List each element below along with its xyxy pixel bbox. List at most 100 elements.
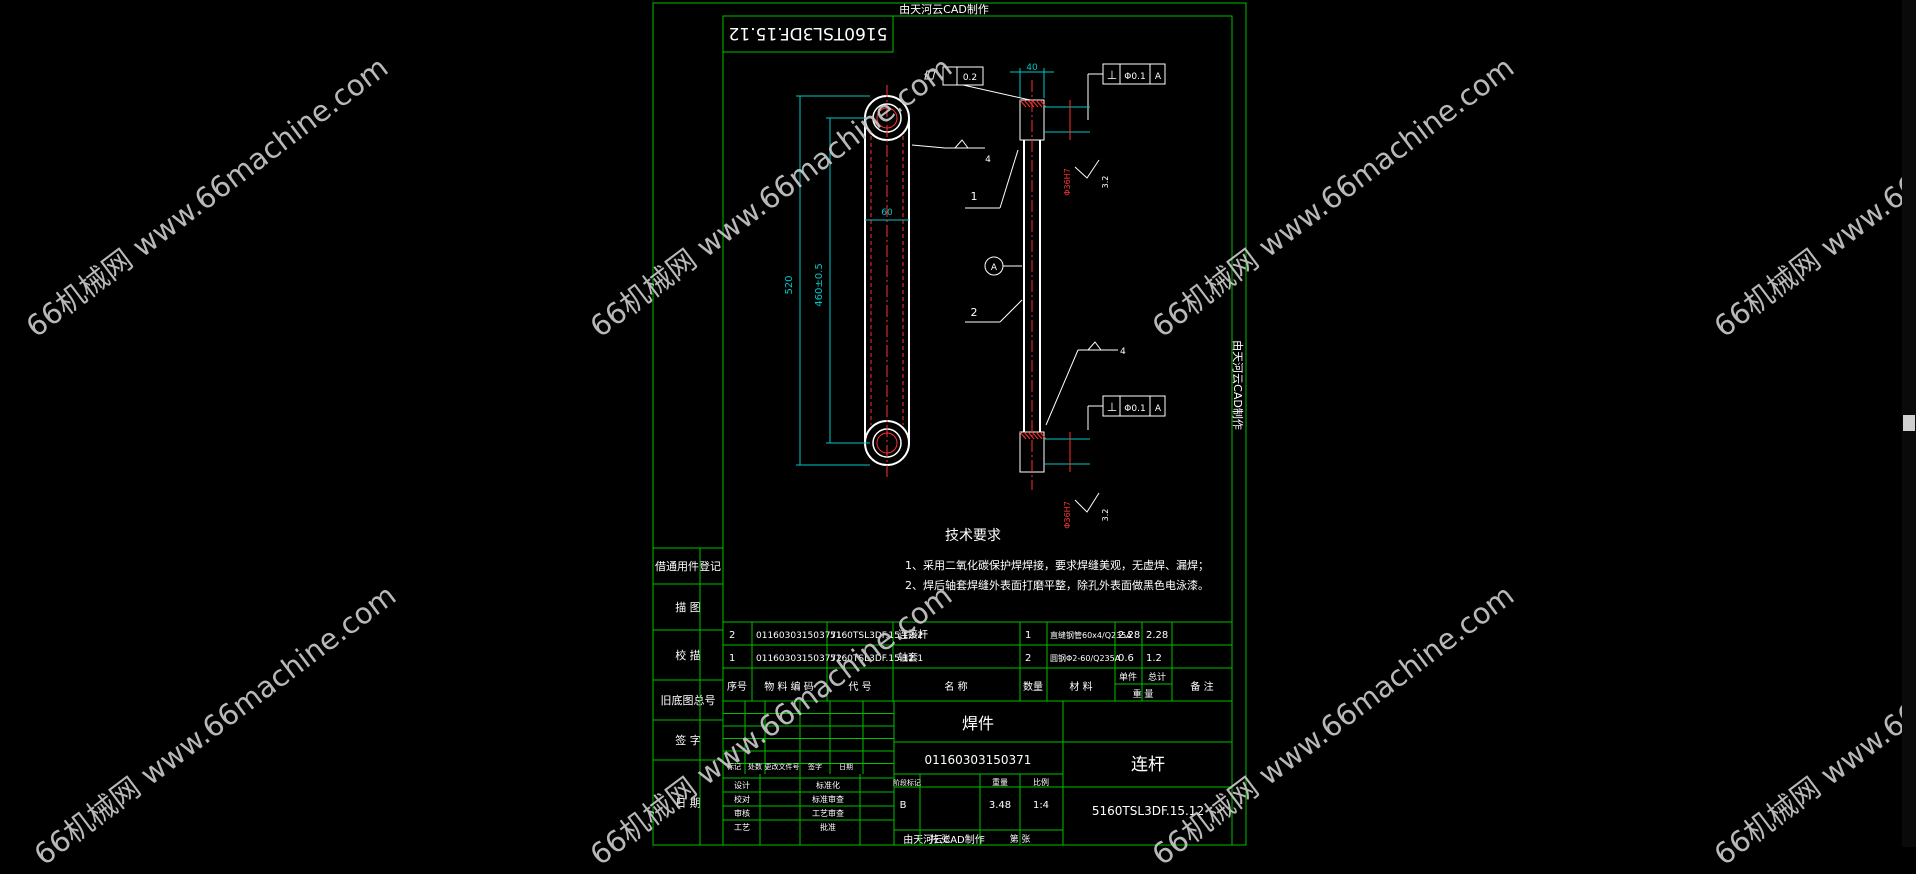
bom-h-no: 序号: [727, 680, 747, 693]
bom-name: 连接杆: [898, 628, 928, 641]
drawing-layer: 由天河云CAD制作由天河云CAD制作由天河云CAD制作5160TSL3DF.15…: [652, 2, 1247, 846]
title-label: 工艺: [734, 823, 750, 832]
perp-top-datum: A: [1155, 72, 1162, 82]
title-label: 标准审查: [812, 794, 844, 804]
scale-value: 1:4: [1033, 800, 1049, 811]
perp-top-symbol: ⊥: [1107, 68, 1117, 82]
hatch: [1023, 99, 1031, 108]
bom-h-code: 物 料 编 码: [764, 680, 814, 693]
bom-name: 轴套: [898, 651, 918, 664]
label-sign: 签字: [808, 762, 822, 771]
hatch: [1027, 431, 1035, 440]
tech-line-2: 2、焊后轴套焊缝外表面打磨平整，除孔外表面做黑色电泳漆。: [905, 578, 1209, 592]
weld-top-leader: [911, 144, 946, 149]
weld-bottom-value: 4: [1120, 347, 1126, 357]
label-sheets: 共 张: [930, 834, 951, 845]
perp-bottom-value: Φ0.1: [1124, 404, 1145, 414]
sheet-inner-border: [722, 15, 1233, 846]
weight-value: 3.48: [989, 800, 1011, 811]
label-date: 日期: [839, 763, 853, 771]
flatness-leader: [962, 84, 1031, 101]
weld-top-symbol: [954, 139, 969, 149]
fit-top-text: Φ36H7: [1063, 168, 1072, 196]
item1-leader: [999, 149, 1019, 209]
title-label: 审核: [734, 808, 750, 818]
left-strip-label: 旧底图总号: [661, 693, 716, 707]
cad-drawing-canvas[interactable]: 由天河云CAD制作由天河云CAD制作由天河云CAD制作5160TSL3DF.15…: [0, 0, 1916, 847]
roughness-top-value: 3.2: [1101, 176, 1110, 189]
bom-code: 011603031503772: [756, 654, 842, 664]
label-mark: 标记: [727, 762, 741, 771]
hatch: [1019, 99, 1027, 108]
title-label: 工艺审查: [812, 808, 844, 818]
scrollbar-thumb[interactable]: [1903, 415, 1915, 431]
title-label: 标准化: [816, 780, 840, 790]
dim-center-text: 460±0.5: [814, 263, 825, 306]
bom-unit: 2.28: [1118, 630, 1140, 641]
weld-bottom-leader: [1045, 349, 1079, 426]
label-sheet: 第 张: [1010, 833, 1031, 845]
hatch: [1039, 99, 1047, 108]
item1-label: 1: [971, 190, 978, 203]
bom-code: 011603031503771: [756, 631, 842, 641]
weld-top-value: 4: [985, 155, 991, 165]
bom-material: 直缝钢管60x4/Q235A: [1050, 630, 1132, 640]
item2-leader: [999, 299, 1023, 323]
perp-bottom-symbol: ⊥: [1107, 400, 1117, 414]
bom-h-qty: 数量: [1023, 680, 1043, 693]
vertical-scrollbar[interactable]: [1902, 0, 1916, 847]
left-strip-label: 校 描: [675, 648, 701, 662]
roughness-bottom: [1074, 492, 1100, 513]
left-strip-label: 日 期: [675, 797, 701, 810]
bom-h-total: 总计: [1148, 671, 1166, 683]
perp-top-value: Φ0.1: [1124, 72, 1145, 82]
hatch: [1027, 99, 1035, 108]
bom-h-unit: 单件: [1119, 671, 1137, 683]
bom-material: 圆钢Φ2-60/Q235A: [1050, 653, 1121, 663]
bom-total: 1.2: [1146, 653, 1162, 664]
datum-label: A: [991, 263, 998, 273]
mirrored-drawing-number: 5160TSL3DF.15.12: [729, 23, 888, 43]
bom-h-weight: 重 量: [1133, 688, 1154, 700]
hatch: [1039, 431, 1047, 440]
left-strip-label: 描 图: [675, 600, 701, 614]
bom-h-drawing: 代 号: [848, 681, 871, 693]
flatness-value: 0.2: [963, 73, 977, 83]
part-name: 连杆: [1131, 755, 1165, 775]
fit-bottom-text: Φ36H7: [1063, 501, 1072, 529]
bom-drawing: 5160TSL3DF.15.12-1: [830, 654, 923, 664]
flatness-icon: [924, 70, 936, 80]
label-stage: 阶段标记: [893, 778, 921, 787]
bottom-note: 由天河云CAD制作: [903, 833, 985, 846]
drawing-number: 5160TSL3DF.15.12: [1092, 804, 1204, 818]
top-note: 由天河云CAD制作: [899, 2, 989, 16]
hatch: [1031, 431, 1039, 440]
bom-drawing: 5160TSL3DF.15.12-2: [830, 631, 923, 641]
bom-unit: 0.6: [1118, 653, 1134, 664]
hatch: [1023, 431, 1031, 440]
tech-line-1: 1、采用二氧化碳保护焊焊接，要求焊缝美观，无虚焊、漏焊；: [905, 558, 1209, 572]
left-strip-label: 签 字: [675, 733, 701, 747]
tech-title: 技术要求: [945, 528, 1001, 544]
title-label: 批准: [820, 822, 836, 832]
bom-no: 1: [729, 653, 735, 664]
item2-label: 2: [971, 306, 978, 319]
hatch: [1019, 431, 1027, 440]
label-count: 处数: [748, 762, 762, 771]
material-code: 01160303150371: [925, 753, 1032, 767]
roughness-top: [1074, 159, 1100, 179]
bom-qty: 2: [1025, 653, 1031, 664]
hatch: [1031, 99, 1039, 108]
sheet-outer-border: [652, 2, 1247, 846]
title-label: 校对: [734, 794, 750, 804]
label-scale: 比例: [1033, 777, 1049, 787]
dim-top-text: 40: [1026, 63, 1038, 73]
hatch: [1035, 99, 1043, 108]
title-label: 设计: [734, 780, 750, 790]
part-type: 焊件: [962, 714, 994, 733]
hatch: [1035, 431, 1043, 440]
weld-bottom-symbol: [1087, 341, 1102, 351]
roughness-bottom-value: 3.2: [1101, 509, 1110, 522]
side-note: 由天河云CAD制作: [1231, 340, 1245, 430]
label-zone: 更改文件号: [765, 762, 800, 771]
